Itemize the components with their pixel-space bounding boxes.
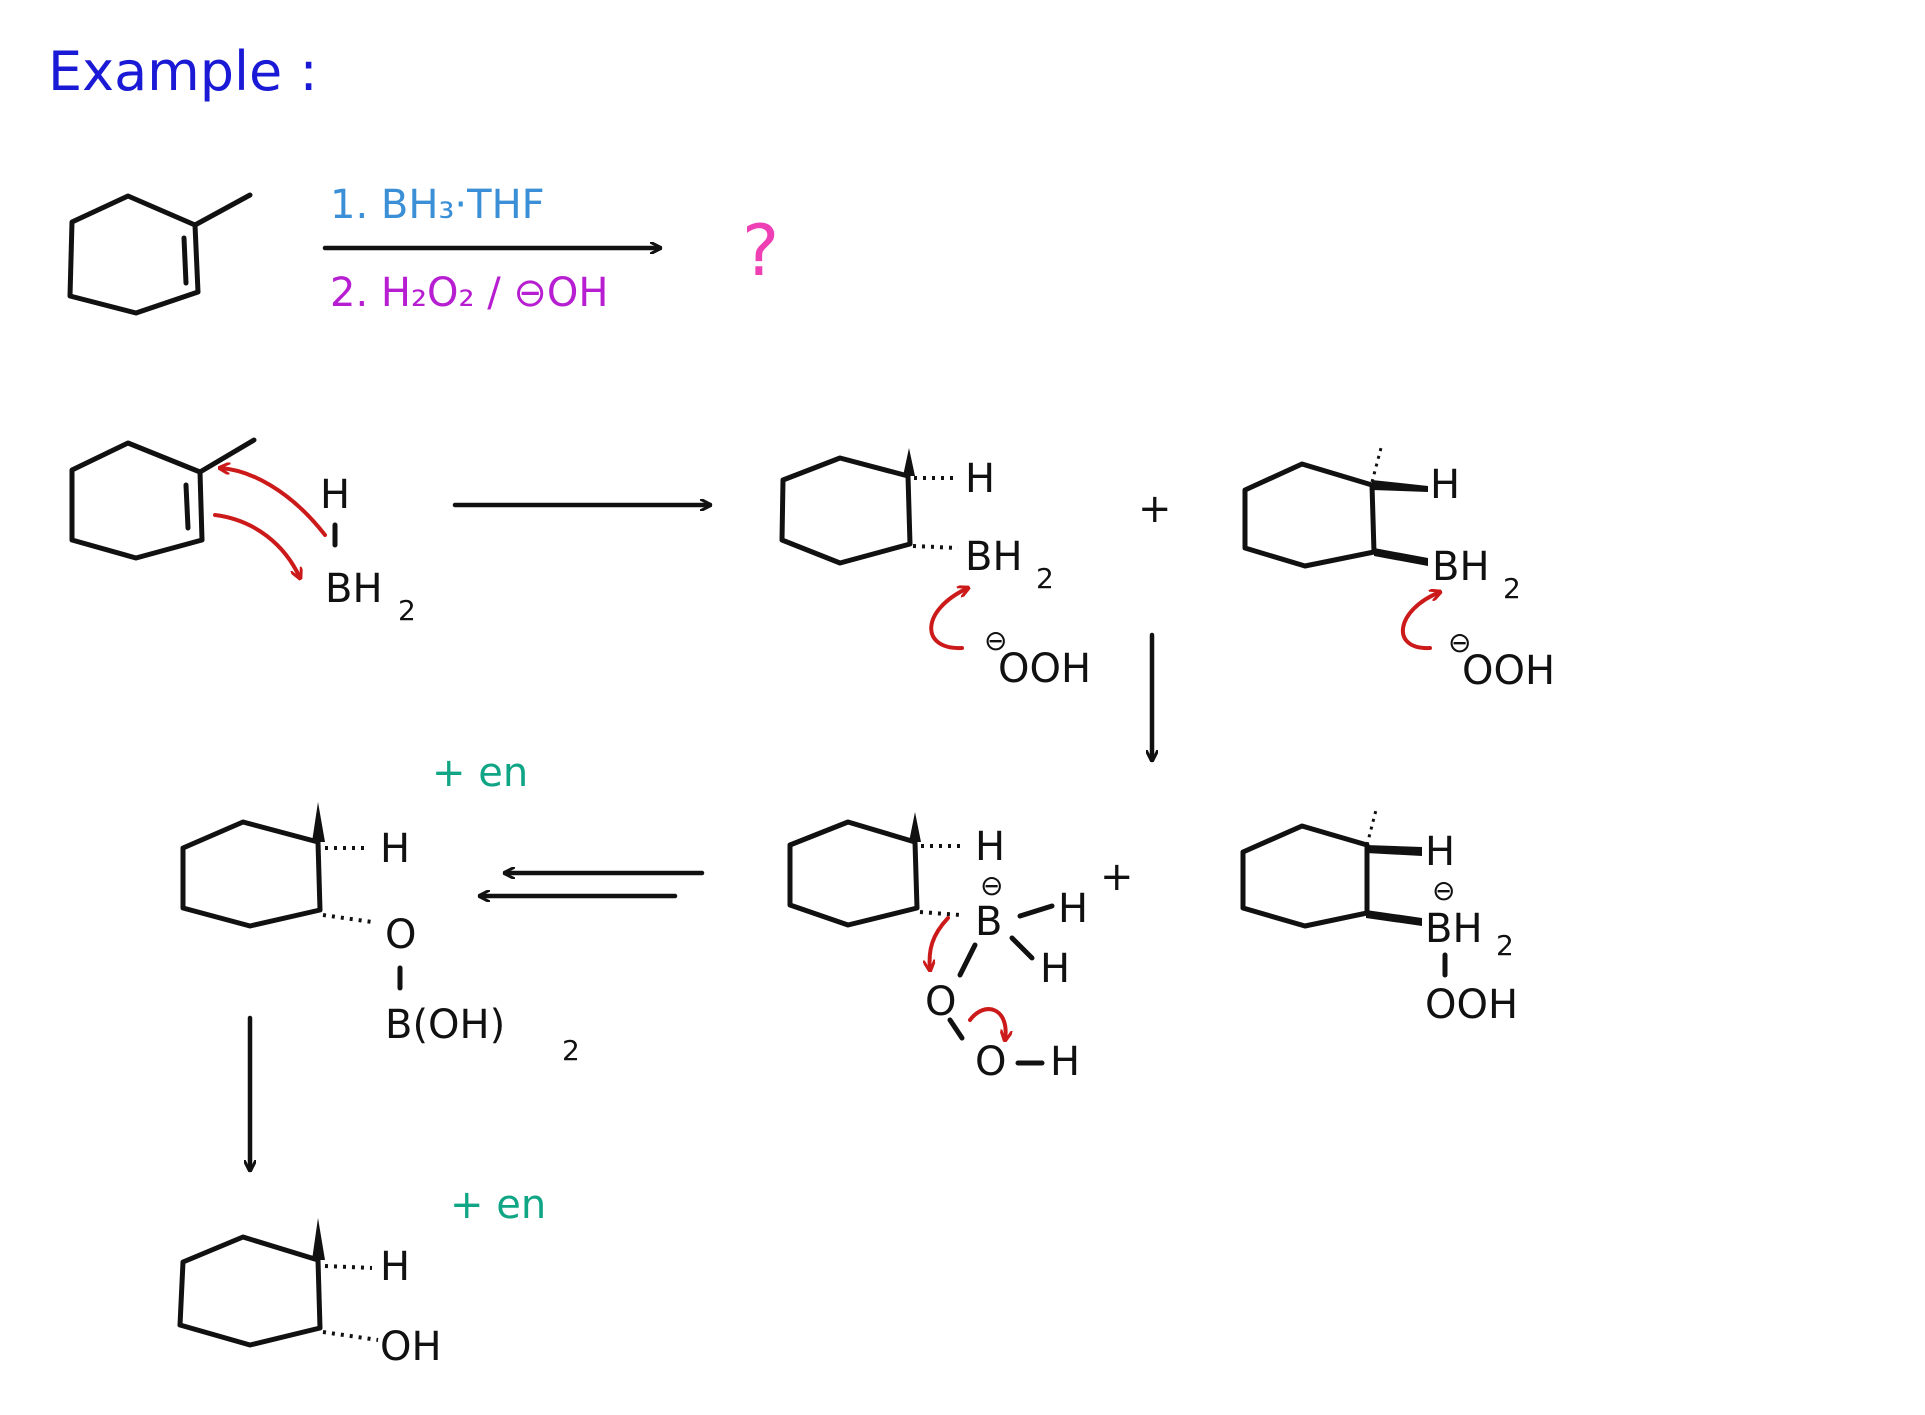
alcohol-h: H — [380, 1244, 410, 1290]
ate-a-o2: O — [975, 1039, 1006, 1085]
ate-complex-a — [787, 812, 1055, 1066]
ate-b-bh: BH — [1425, 906, 1483, 952]
ate-a-oh: H — [1050, 1039, 1080, 1085]
borane-h: H — [320, 472, 350, 518]
curly-arrow-bh-to-c — [213, 513, 300, 578]
curly-arrow-int-a — [929, 588, 968, 651]
int-b-bh-sub: 2 — [1503, 572, 1521, 605]
ate-b-bh-sub: 2 — [1496, 929, 1514, 962]
plus-top: + — [1138, 486, 1172, 532]
ate-b-ooh: OOH — [1425, 982, 1518, 1028]
reagent-1: 1. BH₃·THF — [330, 182, 545, 228]
curly-arrow-int-b — [1401, 592, 1440, 651]
int-a-nucleophile: OOH — [998, 646, 1091, 692]
int-a-bh: BH — [965, 534, 1023, 580]
int-b-h: H — [1430, 462, 1460, 508]
curly-arrow-oo-cleavage — [968, 1007, 1006, 1040]
borate-h: H — [380, 826, 410, 872]
int-b-bh: BH — [1432, 544, 1490, 590]
ate-a-b: B — [975, 899, 1002, 945]
ate-a-h: H — [975, 824, 1005, 870]
int-a-h: H — [965, 456, 995, 502]
ate-b-charge: ⊖ — [1432, 874, 1455, 907]
product-question: ? — [742, 210, 779, 292]
borane-bh-sub: 2 — [398, 594, 416, 627]
ate-a-charge: ⊖ — [980, 869, 1003, 902]
page-title: Example : — [48, 40, 318, 103]
starting-alkene — [67, 192, 253, 316]
int-b-nucleophile: OOH — [1462, 648, 1555, 694]
ate-a-bh1: H — [1058, 886, 1088, 932]
ate-a-o1: O — [925, 979, 956, 1025]
organoborane-a — [779, 448, 959, 566]
borate-ester — [180, 802, 403, 991]
curly-arrow-pi-to-b — [220, 468, 327, 537]
borate-b-sub: 2 — [562, 1034, 580, 1067]
int-b-charge: ⊖ — [1448, 626, 1471, 659]
int-a-charge: ⊖ — [984, 624, 1007, 657]
organoborane-b — [1242, 447, 1428, 569]
borane-bh: BH — [325, 566, 383, 612]
alcohol-oh: OH — [380, 1324, 442, 1370]
plus-bottom: + — [1100, 854, 1134, 900]
borate-b: B(OH) — [385, 1002, 505, 1048]
alcohol-plus-en: + en — [450, 1182, 546, 1228]
ate-a-bh2: H — [1040, 946, 1070, 992]
ate-b-h: H — [1425, 829, 1455, 875]
borate-plus-en: + en — [432, 750, 528, 796]
alcohol-product — [177, 1218, 379, 1348]
int-a-bh-sub: 2 — [1036, 562, 1054, 595]
borate-o: O — [385, 912, 416, 958]
reagent-2: 2. H₂O₂ / ⊖OH — [330, 270, 609, 316]
alkene-hydroboration — [69, 437, 257, 561]
curly-arrow-migration — [930, 916, 950, 970]
ate-complex-b — [1240, 809, 1448, 978]
